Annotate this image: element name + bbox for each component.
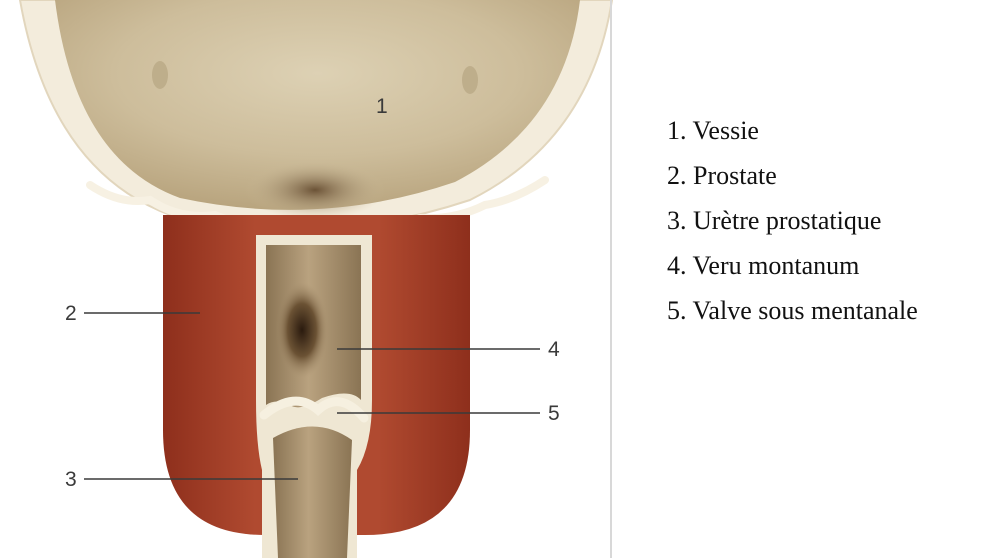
bladder-neck-shadow [245, 160, 385, 220]
legend-item-urethra: 3. Urètre prostatique [667, 198, 918, 243]
anatomy-illustration: 1 2 4 5 3 [0, 0, 615, 558]
right-ureteral-orifice [462, 66, 478, 94]
anatomy-svg: 1 2 4 5 3 [0, 0, 615, 558]
marker-2: 2 [65, 302, 77, 325]
veru-montanum [276, 282, 328, 378]
legend-item-veru-montanum: 4. Veru montanum [667, 243, 918, 288]
legend-item-prostate: 2. Prostate [667, 153, 918, 198]
left-ureteral-orifice [152, 61, 168, 89]
marker-5: 5 [548, 402, 560, 425]
marker-4: 4 [548, 338, 560, 361]
prostatic-urethra-lumen-lower [273, 426, 352, 558]
marker-1: 1 [376, 95, 388, 118]
marker-3: 3 [65, 468, 77, 491]
legend-item-valve: 5. Valve sous mentanale [667, 288, 918, 333]
legend-item-bladder: 1. Vessie [667, 108, 918, 153]
legend: 1. Vessie 2. Prostate 3. Urètre prostati… [667, 108, 918, 333]
